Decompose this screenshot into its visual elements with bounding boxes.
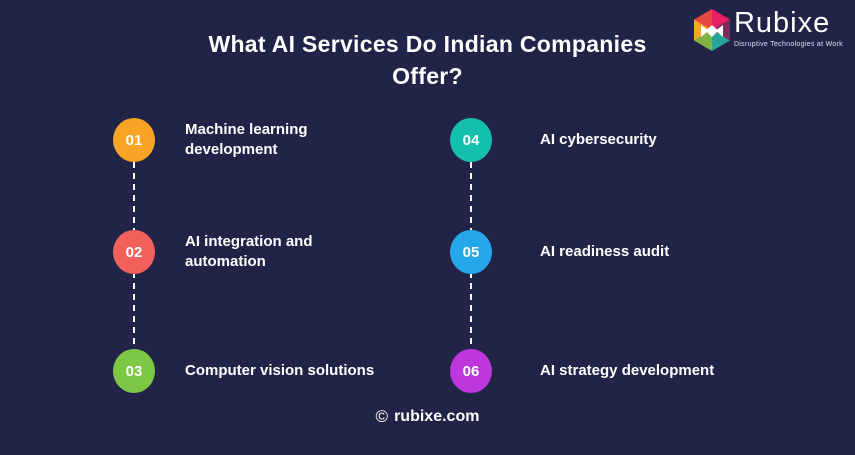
service-item-06: 06 AI strategy development — [450, 349, 714, 393]
service-label: AI readiness audit — [540, 243, 670, 260]
service-label: Machine learning development — [185, 121, 308, 158]
footer-site-text: rubixe.com — [394, 408, 480, 425]
service-number-badge: 02 — [113, 230, 155, 274]
service-item-05: 05 AI readiness audit — [450, 230, 669, 274]
rubixe-logo: Rubixe Disruptive Technologies at Work — [692, 8, 843, 52]
footer: © rubixe.com — [0, 407, 855, 427]
service-label: AI strategy development — [540, 362, 715, 379]
service-number-badge: 04 — [450, 118, 492, 162]
copyright-icon: © — [375, 407, 389, 426]
service-label: AI integration and automation — [185, 233, 313, 270]
service-number-badge: 06 — [450, 349, 492, 393]
service-number-badge: 01 — [113, 118, 155, 162]
page-title: What AI Services Do Indian Companies Off… — [208, 31, 647, 89]
rubixe-cube-icon — [693, 9, 730, 51]
service-item-01: 01 Machine learning development — [113, 118, 363, 162]
service-item-03: 03 Computer vision solutions — [113, 349, 374, 393]
logo-text-block: Rubixe Disruptive Technologies at Work — [734, 8, 843, 48]
logo-brand-text: Rubixe — [733, 7, 831, 39]
service-label: AI cybersecurity — [540, 131, 657, 148]
service-item-04: 04 AI cybersecurity — [450, 118, 657, 162]
service-label: Computer vision solutions — [185, 362, 375, 379]
service-number-badge: 03 — [113, 349, 155, 393]
logo-tagline: Disruptive Technologies at Work — [733, 41, 843, 48]
service-item-02: 02 AI integration and automation — [113, 230, 363, 274]
service-number-badge: 05 — [450, 230, 492, 274]
